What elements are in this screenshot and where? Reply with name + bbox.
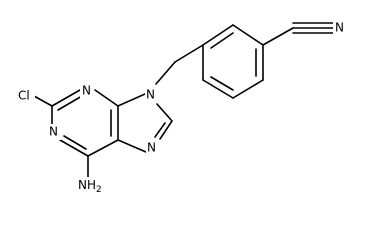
atom-nitrile-n: N bbox=[335, 21, 344, 35]
bond-benz-nitrile-c bbox=[262, 27, 294, 46]
bond-c5-c6 bbox=[87, 139, 119, 157]
atom-n-pyrimidine-top: N bbox=[82, 84, 91, 98]
bond-c2-n3-double bbox=[57, 95, 83, 111]
bond-c8-n7 bbox=[159, 120, 173, 140]
bond-layer bbox=[33, 22, 334, 179]
amino-nh-text: NH bbox=[78, 178, 96, 192]
amino-subscript: 2 bbox=[96, 185, 102, 195]
atom-amino: NH2 bbox=[78, 178, 102, 195]
bond-benz-2-3 bbox=[232, 24, 264, 46]
bond-c4-n9 bbox=[117, 93, 146, 107]
bond-n9-ch2 bbox=[155, 61, 176, 85]
atom-label-layer: Cl N N N N N NH2 bbox=[17, 20, 346, 195]
atom-chlorine: Cl bbox=[18, 89, 30, 103]
bond-cl-c2 bbox=[33, 95, 53, 107]
bond-n7-c5 bbox=[117, 139, 147, 153]
bond-n3-c4 bbox=[94, 89, 119, 107]
bond-benz-5-6-double bbox=[210, 76, 234, 91]
bond-ch2-benzene bbox=[174, 44, 204, 63]
bond-benz-5-6 bbox=[202, 79, 234, 99]
bond-c8-n7-double bbox=[154, 122, 166, 138]
bond-c6-n1-double bbox=[63, 135, 87, 150]
bond-benz-1-2 bbox=[202, 24, 234, 46]
bond-c2-n3 bbox=[51, 89, 81, 107]
bond-c6-n1 bbox=[59, 139, 89, 157]
bond-benz-4-5 bbox=[232, 79, 264, 99]
chemical-structure-diagram: Cl N N N N N NH2 bbox=[17, 20, 346, 195]
bond-n9-c8 bbox=[156, 103, 173, 122]
structure-canvas: Cl N N N N N NH2 bbox=[17, 20, 346, 195]
bond-benz-1-2-double bbox=[210, 32, 234, 49]
atom-n-imidazole-right: N bbox=[147, 141, 156, 155]
atom-n-pyrimidine-bottom: N bbox=[49, 125, 58, 139]
atom-n-imidazole-substituted: N bbox=[146, 88, 155, 102]
